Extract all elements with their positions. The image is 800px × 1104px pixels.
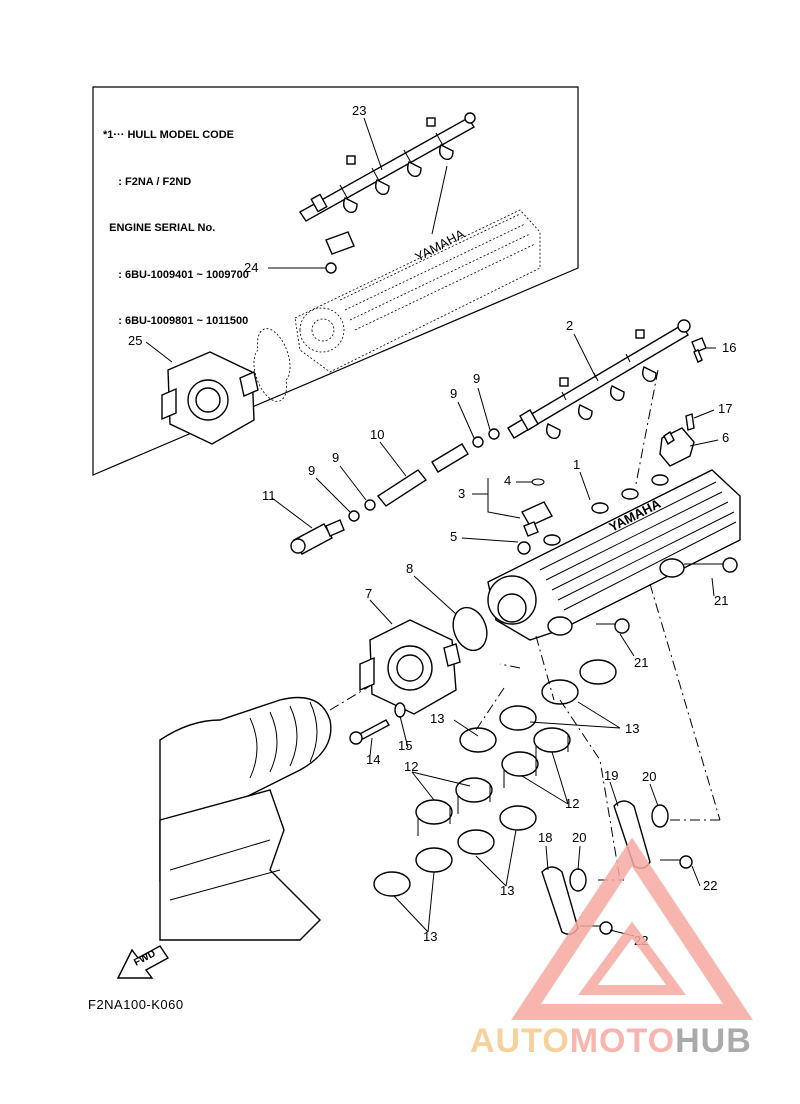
callout-17: 17 xyxy=(718,401,732,416)
assembly-lines xyxy=(329,369,721,881)
note-line: : 6BU-1009401 ~ 1009700 xyxy=(103,268,249,281)
inset-throttle-body xyxy=(161,351,259,445)
bolt-14 xyxy=(349,702,406,745)
o-ring xyxy=(452,606,488,652)
callout-9: 9 xyxy=(450,386,457,401)
intake-duct xyxy=(159,696,332,941)
callout-2: 2 xyxy=(566,318,573,333)
callout-1: 1 xyxy=(573,457,580,472)
inset-yamaha-emboss: YAMAHA xyxy=(412,226,467,265)
watermark-auto: AUTO xyxy=(470,1022,570,1060)
pressure-sensor xyxy=(659,413,695,467)
bolt-16 xyxy=(691,337,707,363)
note-line: ENGINE SERIAL No. xyxy=(103,222,216,234)
callout-3: 3 xyxy=(458,486,465,501)
watermark-logo: AUTOMOTOHUB xyxy=(470,837,753,1060)
callout-13: 13 xyxy=(423,929,437,944)
callout-14: 14 xyxy=(366,752,380,767)
fwd-arrow: FWD xyxy=(116,945,170,979)
head-cover: YAMAHA xyxy=(487,469,741,641)
callout-13: 13 xyxy=(625,721,639,736)
svg-text:AUTOMOTOHUB: AUTOMOTOHUB xyxy=(470,1022,752,1060)
figure-id: F2NA100-K060 xyxy=(88,997,184,1012)
callout-22: 22 xyxy=(703,878,717,893)
callout-12: 12 xyxy=(404,759,418,774)
fuel-hoses xyxy=(348,428,500,522)
hose-fitting xyxy=(290,519,345,555)
note-line: : F2NA / F2ND xyxy=(103,175,192,188)
throttle-body xyxy=(359,619,461,715)
fuel-injector xyxy=(517,478,553,555)
brackets xyxy=(541,800,693,935)
callout-4: 4 xyxy=(504,473,511,488)
leader-lines xyxy=(145,117,719,937)
callout-9: 9 xyxy=(473,371,480,386)
note-line: : 6BU-1009801 ~ 1011500 xyxy=(103,315,249,327)
callout-9: 9 xyxy=(332,450,339,465)
callout-20: 20 xyxy=(642,769,656,784)
hull-model-note: *1··· HULL MODEL CODE : F2NA / F2ND ENGI… xyxy=(103,97,249,345)
callout-11: 11 xyxy=(262,488,276,503)
callout-5: 5 xyxy=(450,529,457,544)
callout-21: 21 xyxy=(714,593,728,608)
callout-20: 20 xyxy=(572,830,586,845)
inset-frame xyxy=(92,86,579,476)
callout-16: 16 xyxy=(722,340,736,355)
callout-21: 21 xyxy=(634,655,648,670)
inset-fuel-rail xyxy=(298,112,476,222)
callout-9: 9 xyxy=(308,463,315,478)
callout-15: 15 xyxy=(398,738,412,753)
callout-7: 7 xyxy=(365,586,372,601)
callout-24: 24 xyxy=(244,260,258,275)
callout-13: 13 xyxy=(430,711,444,726)
callout-10: 10 xyxy=(370,427,384,442)
callout-12: 12 xyxy=(565,796,579,811)
callout-23: 23 xyxy=(352,103,366,118)
hose-clamps xyxy=(373,659,617,897)
watermark-moto: MOTO xyxy=(570,1022,675,1060)
inset-injector xyxy=(325,231,355,274)
note-line: *1··· HULL MODEL CODE xyxy=(103,129,234,141)
inset-head-cover: YAMAHA xyxy=(253,209,541,402)
bolts-21 xyxy=(596,557,738,634)
callout-18: 18 xyxy=(538,830,552,845)
callout-8: 8 xyxy=(406,561,413,576)
callout-6: 6 xyxy=(722,430,729,445)
callout-13: 13 xyxy=(500,883,514,898)
fuel-rail xyxy=(507,319,691,440)
watermark-hub: HUB xyxy=(675,1022,752,1060)
callout-19: 19 xyxy=(604,768,618,783)
callout-25: 25 xyxy=(128,333,142,348)
